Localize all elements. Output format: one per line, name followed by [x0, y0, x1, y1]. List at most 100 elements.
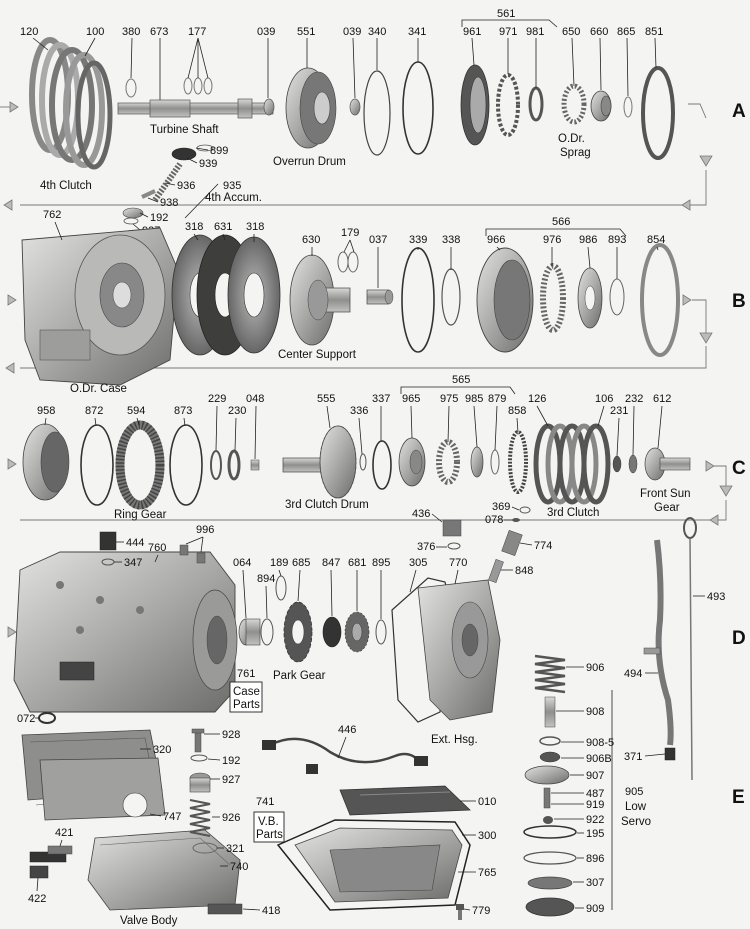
- caption-odr: O.Dr.: [558, 133, 585, 145]
- callout-229: 229: [208, 393, 226, 405]
- section-a-callouts: 120 100 380 673 177 039 551 039 340 341 …: [20, 8, 663, 237]
- seal-894: [260, 618, 274, 646]
- seal-189: [275, 575, 287, 601]
- caption-front-sun: Front Sun: [640, 488, 691, 500]
- callout-177: 177: [188, 26, 206, 38]
- piston-927: [189, 772, 211, 793]
- section-b-callouts: 762 318 631 318 630 179 037 339 338 566 …: [43, 209, 665, 395]
- seal-rings-177: [183, 77, 213, 95]
- callout-847: 847: [322, 557, 340, 569]
- o-ring-072: [38, 712, 56, 724]
- callout-681: 681: [348, 557, 366, 569]
- callout-899: 899: [210, 145, 228, 157]
- callout-740: 740: [230, 861, 248, 873]
- snap-ring-895: [375, 619, 387, 645]
- callout-561: 561: [497, 8, 515, 20]
- front-sun-gear: [644, 447, 691, 481]
- callout-650: 650: [562, 26, 580, 38]
- part-418: [207, 903, 243, 915]
- race-660: [590, 90, 612, 122]
- callout-851: 851: [645, 26, 663, 38]
- part-681: [344, 611, 370, 653]
- caption-sprag: Sprag: [560, 147, 591, 159]
- caption-case-parts: Parts: [233, 699, 260, 711]
- callout-779: 779: [472, 905, 490, 917]
- callout-321: 321: [226, 843, 244, 855]
- section-e-callouts: 072 320 747 928 192 927 926 741 V.B. Par…: [17, 662, 651, 927]
- third-clutch-drum: [282, 425, 357, 499]
- section-d-callouts: 444 347 996 760 064 189 894 685 847 681 …: [114, 501, 725, 763]
- callout-338: 338: [442, 234, 460, 246]
- callout-906b: 906B: [586, 753, 612, 765]
- overdrive-case: [21, 227, 179, 386]
- callout-232: 232: [625, 393, 643, 405]
- callout-337: 337: [372, 393, 390, 405]
- plug-444: [99, 531, 117, 551]
- callout-893: 893: [608, 234, 626, 246]
- caption-ext-hsg: Ext. Hsg.: [431, 734, 478, 746]
- turbine-shaft: [117, 98, 274, 119]
- callout-927: 927: [222, 774, 240, 786]
- piston-965: [398, 437, 426, 487]
- callout-231: 231: [610, 405, 628, 417]
- callout-894: 894: [257, 573, 275, 585]
- callout-965: 965: [402, 393, 420, 405]
- spring-assembly-976: [540, 263, 566, 333]
- retainer-986: [577, 267, 603, 329]
- separator-plate-747: [39, 757, 166, 821]
- seal-339: [401, 247, 435, 353]
- caption-third-clutch-drum: 3rd Clutch Drum: [285, 499, 369, 511]
- section-label-c: C: [732, 458, 746, 479]
- extension-housing: [391, 577, 501, 723]
- parts-421-422: [29, 845, 73, 879]
- callout-037: 037: [369, 234, 387, 246]
- valve-body: [87, 829, 241, 911]
- park-gear: [283, 601, 313, 663]
- callout-179: 179: [341, 227, 359, 239]
- callout-762: 762: [43, 209, 61, 221]
- spring-assembly-975: [436, 439, 460, 485]
- seal-ring-380: [125, 78, 137, 98]
- callout-765: 765: [478, 867, 496, 879]
- caption-servo: Servo: [621, 816, 651, 828]
- section-c: [22, 420, 691, 510]
- callout-958: 958: [37, 405, 55, 417]
- oil-pan: [276, 819, 471, 911]
- callout-761: 761: [237, 668, 255, 680]
- callout-192b: 192: [222, 755, 240, 767]
- low-servo-assembly: [523, 654, 577, 917]
- snap-ring-336: [359, 453, 367, 471]
- section-a: [29, 37, 675, 225]
- caption-odr-case: O.Dr. Case: [70, 383, 127, 395]
- callout-100: 100: [86, 26, 104, 38]
- callout-072: 072: [17, 713, 35, 725]
- callout-976: 976: [543, 234, 561, 246]
- caption-park-gear: Park Gear: [273, 670, 326, 682]
- callout-010: 010: [478, 796, 496, 808]
- callout-906: 906: [586, 662, 604, 674]
- callout-418: 418: [262, 905, 280, 917]
- callout-905: 905: [625, 786, 643, 798]
- overdrive-sprag: [561, 83, 587, 125]
- piston-966: [476, 247, 534, 353]
- fourth-clutch-plates: [29, 37, 113, 170]
- callout-446: 446: [338, 724, 356, 736]
- bearing-230: [227, 449, 241, 481]
- callout-971: 971: [499, 26, 517, 38]
- retainer-985: [470, 446, 484, 478]
- callout-673: 673: [150, 26, 168, 38]
- sensor-774: [501, 529, 523, 557]
- section-label-e: E: [732, 787, 745, 808]
- filter-010: [339, 785, 471, 816]
- callout-195: 195: [586, 828, 604, 840]
- callout-369: 369: [492, 501, 510, 513]
- callout-566: 566: [552, 216, 570, 228]
- caption-valve-body: Valve Body: [120, 915, 178, 927]
- clutch-plate-318b: [227, 236, 281, 354]
- callout-494: 494: [624, 668, 642, 680]
- callout-981: 981: [526, 26, 544, 38]
- callout-347: 347: [124, 557, 142, 569]
- callout-039b: 039: [343, 26, 361, 38]
- caption-low: Low: [625, 801, 647, 813]
- callout-376: 376: [417, 541, 435, 553]
